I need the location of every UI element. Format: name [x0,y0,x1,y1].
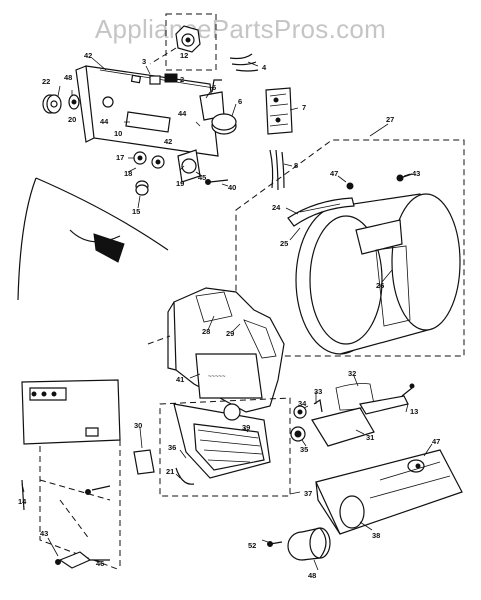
callout-42: 42 [164,137,172,146]
callout-47: 47 [330,169,338,178]
filter-housing [133,397,291,497]
callout-28: 28 [202,327,210,336]
callout-48: 48 [308,571,316,580]
callout-3: 3 [142,57,146,66]
callout-10: 10 [114,129,122,138]
callout-24: 24 [272,203,281,212]
cabinet-edge [17,177,169,301]
front-bulkhead: ~~~~~ [147,287,285,413]
callout-4: 4 [262,63,267,72]
callout-44: 44 [178,109,187,118]
callout-19: 19 [176,179,184,188]
callout-15: 15 [132,207,140,216]
side-parts [290,383,415,447]
callout-7: 7 [302,103,306,112]
callout-46: 46 [96,559,104,568]
front-panel [21,379,121,571]
callout-12: 12 [180,51,188,60]
callout-47: 47 [432,437,440,446]
callout-35: 35 [300,445,308,454]
callout-38: 38 [372,531,380,540]
callout-18: 18 [124,169,132,178]
drum-assembly [235,139,465,357]
callout-21: 21 [166,467,174,476]
callout-13: 13 [410,407,418,416]
callout-5: 5 [212,83,216,92]
callout-34: 34 [298,399,307,408]
callout-17: 17 [116,153,124,162]
callout-42: 42 [84,51,92,60]
callout-29: 29 [226,329,234,338]
callout-30: 30 [134,421,142,430]
callout-40: 40 [228,183,236,192]
callout-41: 41 [176,375,184,384]
callout-14: 14 [18,497,27,506]
callout-31: 31 [366,433,374,442]
callout-43: 43 [412,169,420,178]
exhaust-duct [267,527,331,561]
wire-bundle [93,233,125,263]
callout-2: 2 [180,75,184,84]
callout-8: 8 [294,161,298,170]
callout-22: 22 [42,77,50,86]
callout-43: 43 [40,529,48,538]
callout-37: 37 [304,489,312,498]
callout-52: 52 [248,541,256,550]
callout-27: 27 [386,115,394,124]
callout-6: 6 [238,97,242,106]
callout-36: 36 [168,443,176,452]
control-panel [42,13,293,196]
callout-20: 20 [68,115,76,124]
callout-39: 39 [242,423,250,432]
callout-33: 33 [314,387,322,396]
callout-25: 25 [280,239,288,248]
svg-text:~~~~~: ~~~~~ [208,374,226,380]
leader-lines [21,57,433,571]
callout-45: 45 [198,173,206,182]
callout-26: 26 [376,281,384,290]
callout-48: 48 [64,73,72,82]
callout-32: 32 [348,369,356,378]
callout-44: 44 [100,117,109,126]
blower-housing [315,449,463,535]
callout-labels: 42 12 3 2 4 22 48 20 5 6 7 44 44 10 42 1… [18,51,440,580]
